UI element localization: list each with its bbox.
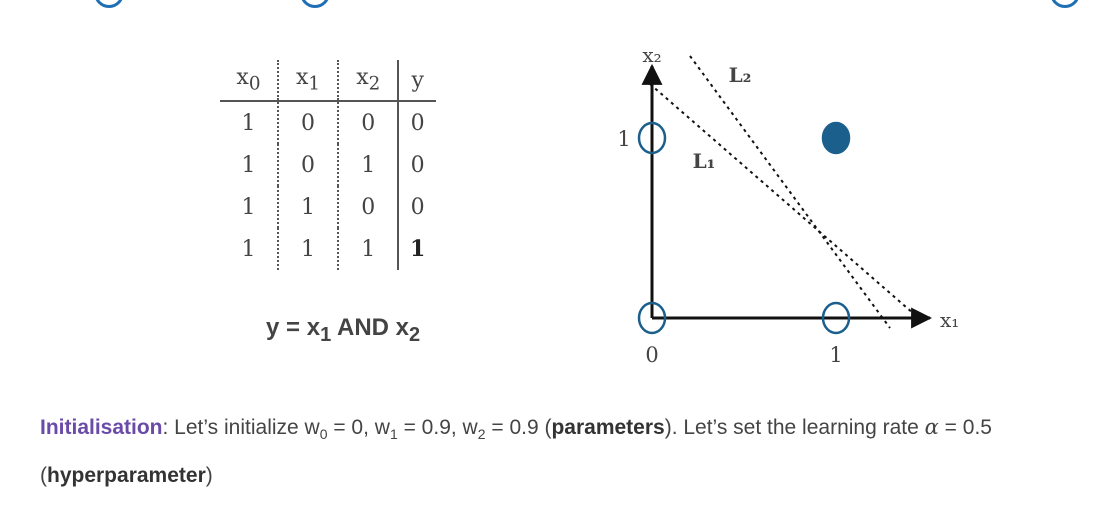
line-l2: [689, 55, 891, 329]
x2-axis-label: x₂: [642, 43, 661, 67]
data-points: [637, 121, 851, 335]
x-tick-1: 1: [829, 343, 842, 367]
truth-table: x0 x1 x2 y 1 0 0 0 1 0 1 0 1 1 0 0 1 1 1: [220, 60, 436, 270]
note-line-2: (hyperparameter): [40, 464, 213, 488]
parameters-term: parameters: [551, 416, 665, 439]
table-cell: 0: [277, 101, 340, 144]
hyperparameter-term: hyperparameter: [47, 464, 206, 488]
table-cell: 1: [410, 236, 426, 262]
alpha-symbol: α: [924, 415, 939, 439]
header-x0: x0: [220, 60, 279, 102]
table-cell: 0: [338, 186, 400, 228]
line-l1: [649, 83, 915, 315]
table-cell: 1: [277, 186, 340, 228]
x-tick-0: 0: [645, 343, 658, 367]
table-cell: 1: [338, 228, 400, 270]
initialisation-heading: Initialisation: [40, 416, 163, 439]
x1-axis-label: x₁: [940, 308, 959, 332]
table-cell: 0: [277, 144, 340, 186]
initialisation-note: Initialisation: Let’s initialize w0 = 0,…: [40, 406, 1100, 497]
table-cell: 1: [338, 144, 400, 186]
table-cell: 0: [410, 194, 425, 220]
table-cell: 1: [220, 101, 279, 144]
table-row: 1 0 1 0: [220, 144, 436, 186]
table-row: 1 1 1 1: [220, 228, 436, 270]
positive-point: [821, 121, 851, 155]
and-equation: y = x1 AND x2: [266, 314, 421, 346]
y-tick-1: 1: [617, 127, 630, 151]
table-row: 1 1 0 0: [220, 186, 436, 228]
negative-point: [637, 121, 667, 155]
and-plot: x₂ x₁ 0 1 1 L₁ L₂: [617, 43, 959, 367]
negative-point: [821, 301, 851, 335]
table-cell: 0: [410, 152, 425, 178]
table-cell: 1: [220, 144, 279, 186]
line-l1-label: L₁: [693, 149, 716, 173]
table-cell: 0: [410, 110, 425, 136]
line-l2-label: L₂: [729, 63, 752, 87]
table-cell: 0: [338, 101, 400, 144]
note-line-1: Initialisation: Let’s initialize w0 = 0,…: [40, 415, 992, 443]
table-row: 1 0 0 0: [220, 101, 436, 144]
negative-point: [637, 301, 667, 335]
header-y: y: [398, 60, 436, 102]
header-x2: x2: [338, 60, 400, 102]
table-cell: 1: [220, 228, 279, 270]
header-x1: x1: [277, 60, 340, 102]
table-header-row: x0 x1 x2 y: [220, 60, 436, 102]
table-cell: 1: [220, 186, 279, 228]
table-cell: 1: [277, 228, 340, 270]
